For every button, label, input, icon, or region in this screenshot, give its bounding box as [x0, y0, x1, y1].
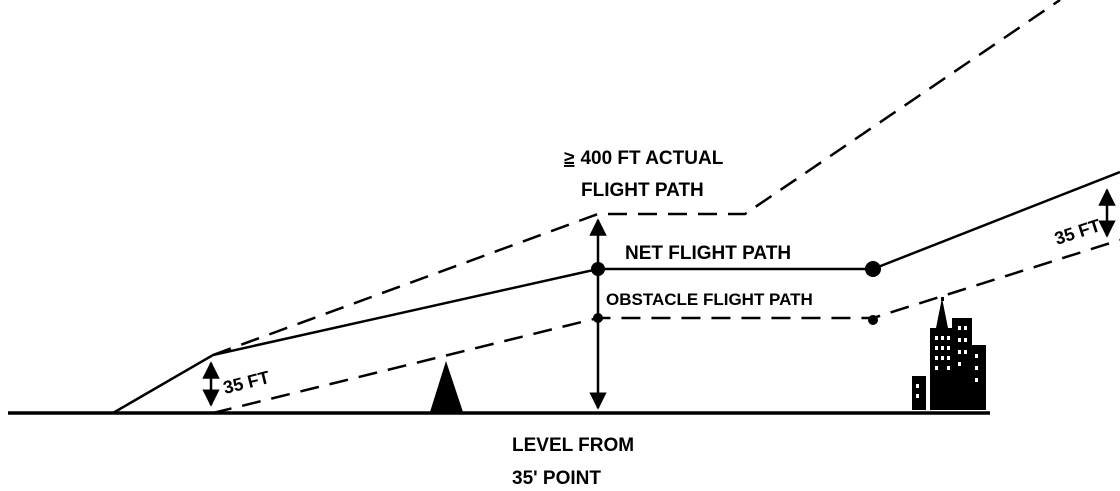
obstacle-flight-path-line [212, 238, 1120, 415]
obstacle-flight-path-label: OBSTACLE FLIGHT PATH [606, 290, 813, 309]
actual-flight-path-label-line1: 400 FT ACTUAL [580, 148, 723, 169]
city-buildings-icon [912, 297, 986, 410]
obstacle-cone-icon [430, 361, 463, 412]
level-reference-label-line2: 35' POINT [512, 468, 601, 489]
net-path-point-end [865, 261, 881, 277]
actual-flight-path-label: ≥400 FT ACTUAL [564, 148, 724, 169]
right-clearance-label: 35 FT [1052, 215, 1103, 249]
level-reference-label-line1: LEVEL FROM [512, 435, 634, 456]
left-clearance-label: 35 FT [221, 367, 271, 398]
greater-equal-symbol: ≥ [564, 148, 574, 169]
obstacle-path-point-end [868, 315, 878, 325]
net-flight-path-label: NET FLIGHT PATH [625, 243, 791, 264]
actual-flight-path-label-line2: FLIGHT PATH [581, 180, 704, 201]
actual-flight-path-line [212, 0, 1061, 357]
